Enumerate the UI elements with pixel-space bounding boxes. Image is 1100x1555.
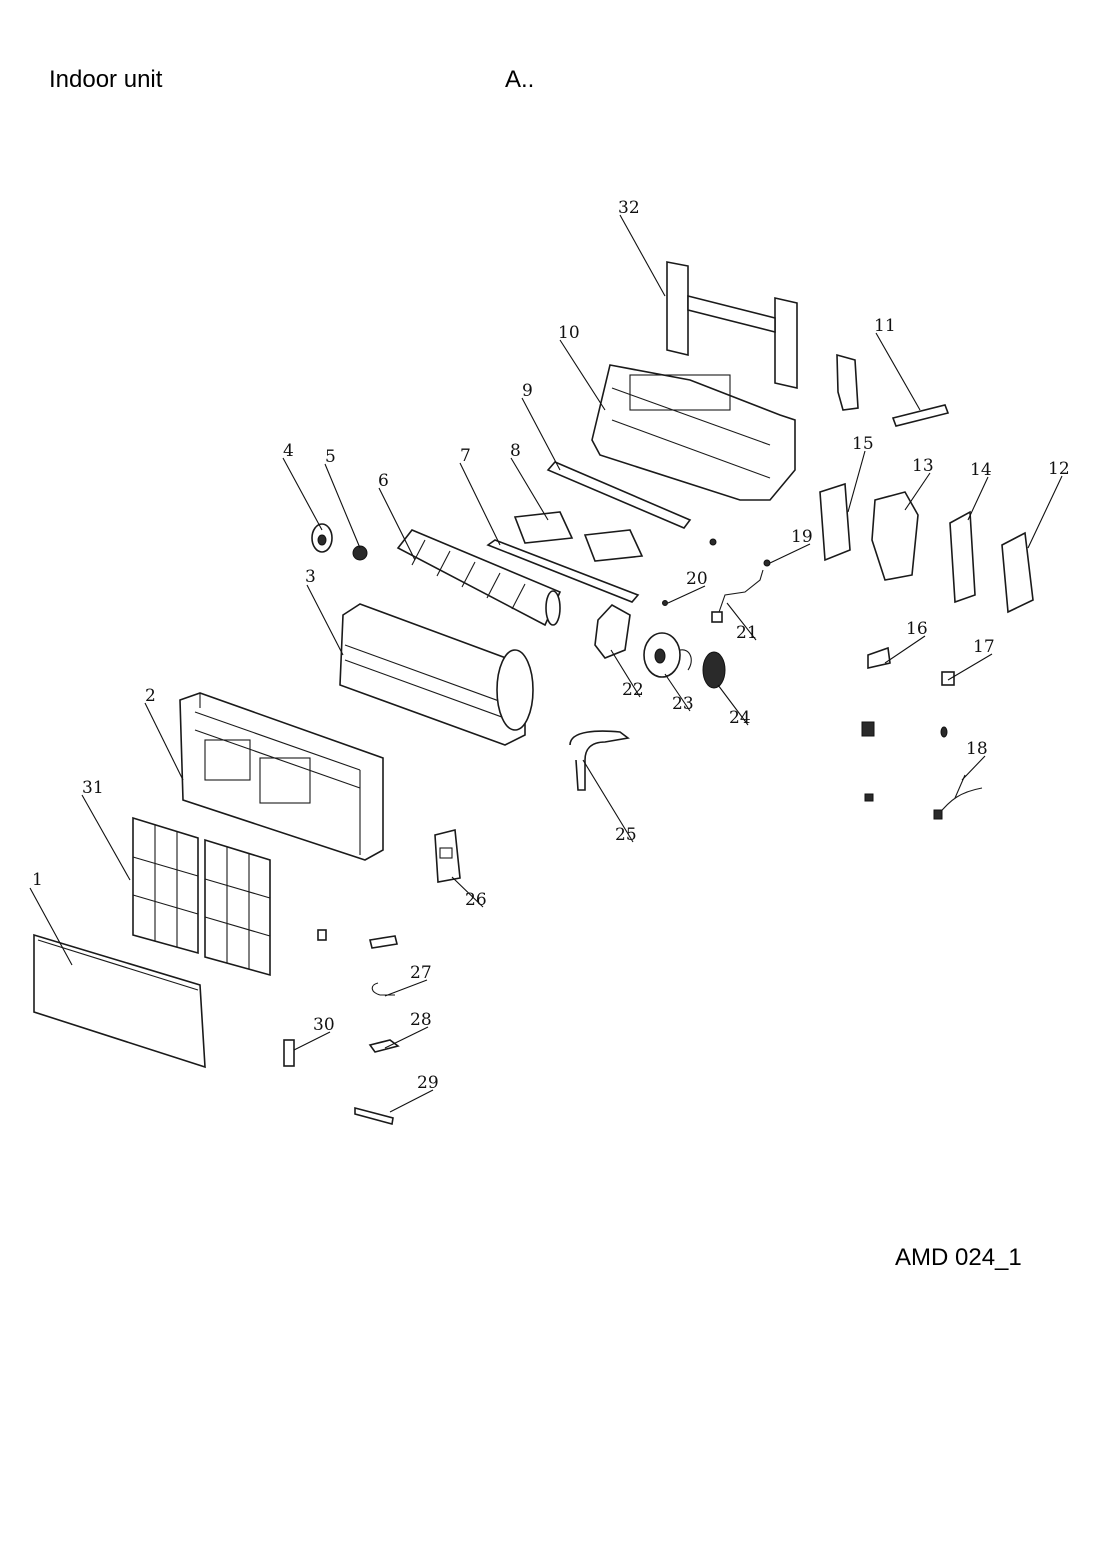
- callout-20: 20: [686, 569, 708, 589]
- part-clips: [317, 929, 398, 949]
- part-motor-cover: [702, 651, 726, 689]
- part-cross-flow-fan: [396, 529, 562, 627]
- part-fan-motor: [643, 632, 692, 678]
- callout-3: 3: [305, 567, 316, 587]
- section-label: A..: [505, 66, 535, 93]
- callout-12: 12: [1048, 459, 1070, 479]
- callout-15: 15: [852, 434, 874, 454]
- callout-7: 7: [460, 446, 471, 466]
- part-bracket: [836, 353, 859, 411]
- leader-lines: [29, 214, 1063, 1113]
- callout-10: 10: [558, 323, 580, 343]
- callout-6: 6: [378, 471, 389, 491]
- part-horizontal-louver: [546, 461, 692, 529]
- part-screw-20: [662, 600, 668, 606]
- part-evaporator: [339, 603, 534, 746]
- callout-14: 14: [970, 460, 992, 480]
- part-rear-case: [591, 364, 796, 501]
- part-wall-mounting-plate: [666, 261, 798, 390]
- callout-5: 5: [325, 447, 336, 467]
- part-control-board: [949, 510, 976, 604]
- part-screw-dot: [709, 538, 717, 546]
- callout-17: 17: [973, 637, 995, 657]
- part-small-components: [861, 721, 948, 802]
- part-screw-19: [763, 559, 771, 567]
- part-bar-29: [354, 1106, 394, 1126]
- callout-8: 8: [510, 441, 521, 461]
- part-sensor-tube: [891, 404, 950, 427]
- part-bearing-holder: [311, 523, 333, 553]
- part-electric-box: [871, 491, 919, 581]
- part-electric-box-cover: [819, 482, 851, 562]
- callout-1: 1: [32, 870, 43, 890]
- part-connector: [941, 671, 955, 686]
- part-bearing: [352, 545, 368, 561]
- callout-22: 22: [622, 680, 644, 700]
- callout-21: 21: [736, 623, 758, 643]
- callout-31: 31: [82, 778, 104, 798]
- callout-24: 24: [729, 708, 751, 728]
- part-remote-control: [283, 1039, 295, 1067]
- part-front-panel: [33, 933, 206, 1069]
- callout-30: 30: [313, 1015, 335, 1035]
- part-display-box: [434, 829, 461, 883]
- callout-16: 16: [906, 619, 928, 639]
- part-air-filters: [132, 816, 271, 977]
- part-motor-holder: [594, 603, 631, 659]
- callout-32: 32: [618, 198, 640, 218]
- callout-9: 9: [522, 381, 533, 401]
- part-power-cord: [933, 774, 983, 820]
- callout-11: 11: [874, 316, 896, 336]
- callout-25: 25: [615, 825, 637, 845]
- part-bracket-28: [368, 1039, 400, 1053]
- drawing-code: AMD 024_1: [895, 1244, 1022, 1271]
- part-drain-hose: [569, 730, 630, 791]
- callout-4: 4: [283, 441, 294, 461]
- callout-29: 29: [417, 1073, 439, 1093]
- part-louver-rail: [486, 539, 640, 603]
- callout-27: 27: [410, 963, 432, 983]
- part-terminal-block: [867, 646, 891, 670]
- callout-26: 26: [465, 890, 487, 910]
- callout-28: 28: [410, 1010, 432, 1030]
- page-title: Indoor unit: [49, 66, 163, 93]
- callout-2: 2: [145, 686, 156, 706]
- part-board-cover: [1001, 531, 1034, 614]
- callout-13: 13: [912, 456, 934, 476]
- callout-23: 23: [672, 694, 694, 714]
- part-chassis: [179, 692, 384, 861]
- callout-18: 18: [966, 739, 988, 759]
- callout-19: 19: [791, 527, 813, 547]
- part-vertical-louvers: [513, 511, 644, 562]
- part-pipe-sensor: [711, 569, 764, 623]
